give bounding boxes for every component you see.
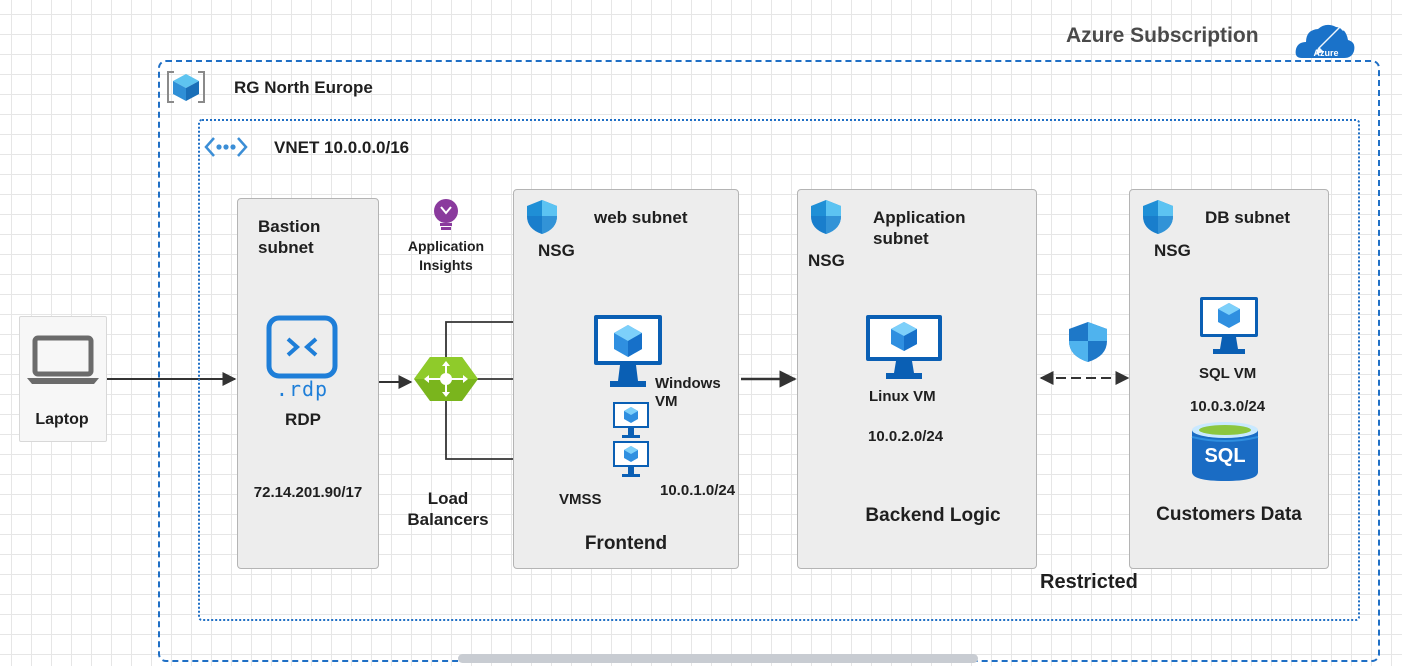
application-insights-icon bbox=[431, 198, 461, 234]
windows-vm-line1: Windows bbox=[655, 375, 721, 392]
azure-badge-text: Azure bbox=[1313, 48, 1339, 58]
windows-vm-icon[interactable] bbox=[592, 313, 664, 389]
resource-group-icon bbox=[166, 68, 206, 106]
web-subnet-cidr: 10.0.1.0/24 bbox=[660, 482, 736, 499]
resource-group-title: RG North Europe bbox=[234, 78, 373, 97]
linux-vm-label: Linux VM bbox=[869, 388, 936, 405]
vmss-label: VMSS bbox=[559, 491, 602, 508]
application-subnet-title-line2: subnet bbox=[873, 229, 929, 248]
laptop-label: Laptop bbox=[35, 411, 89, 428]
load-balancers-line1: Load bbox=[427, 489, 469, 508]
sql-vm-label: SQL VM bbox=[1199, 365, 1257, 382]
load-balancers-line2: Balancers bbox=[407, 510, 489, 529]
shield-icon bbox=[810, 199, 842, 235]
subscription-title: Azure Subscription bbox=[1066, 24, 1259, 47]
shield-icon bbox=[526, 199, 558, 235]
db-subnet-nsg: NSG bbox=[1154, 241, 1191, 260]
db-subnet[interactable] bbox=[1129, 189, 1329, 569]
sql-database-icon[interactable]: SQL bbox=[1190, 421, 1260, 483]
customers-data-label: Customers Data bbox=[1156, 504, 1302, 525]
db-subnet-cidr: 10.0.3.0/24 bbox=[1190, 398, 1266, 415]
restricted-shield-icon bbox=[1067, 321, 1109, 363]
rdp-label: RDP bbox=[285, 410, 321, 429]
application-insights-line1: Application bbox=[407, 238, 485, 254]
vnet-title: VNET 10.0.0.0/16 bbox=[274, 138, 410, 157]
application-subnet-title-line1: Application bbox=[873, 208, 966, 227]
windows-vm-line2: VM bbox=[655, 393, 678, 410]
backend-logic-label: Backend Logic bbox=[865, 505, 1001, 526]
bastion-title-line2: subnet bbox=[258, 238, 314, 257]
db-subnet-title: DB subnet bbox=[1205, 208, 1290, 227]
web-subnet-title: web subnet bbox=[594, 208, 688, 227]
vnet-boundary bbox=[198, 119, 1360, 621]
bastion-title-line1: Bastion bbox=[258, 217, 321, 236]
rdp-icon: .rdp bbox=[266, 315, 338, 403]
bastion-ip: 72.14.201.90/17 bbox=[253, 484, 363, 501]
application-subnet-cidr: 10.0.2.0/24 bbox=[868, 428, 944, 445]
bastion-subnet[interactable] bbox=[237, 198, 379, 569]
application-insights-line2: Insights bbox=[419, 257, 473, 273]
vnet-icon bbox=[204, 135, 248, 159]
restricted-label: Restricted bbox=[1040, 571, 1138, 593]
web-subnet-nsg: NSG bbox=[538, 241, 575, 260]
linux-vm-icon[interactable] bbox=[864, 313, 944, 381]
sql-icon-text: SQL bbox=[1204, 445, 1246, 467]
vmss-instance-icon[interactable] bbox=[612, 401, 650, 439]
shield-icon bbox=[1142, 199, 1174, 235]
frontend-label: Frontend bbox=[584, 533, 668, 554]
horizontal-scrollbar[interactable] bbox=[458, 654, 978, 663]
vmss-instance-icon[interactable] bbox=[612, 440, 650, 478]
azure-cloud-icon: Azure bbox=[1294, 18, 1358, 62]
sql-vm-icon[interactable] bbox=[1198, 295, 1260, 357]
laptop-icon bbox=[26, 334, 100, 386]
load-balancer-icon[interactable] bbox=[412, 355, 480, 403]
application-subnet-nsg: NSG bbox=[808, 251, 845, 270]
rdp-icon-text: .rdp bbox=[275, 377, 329, 401]
